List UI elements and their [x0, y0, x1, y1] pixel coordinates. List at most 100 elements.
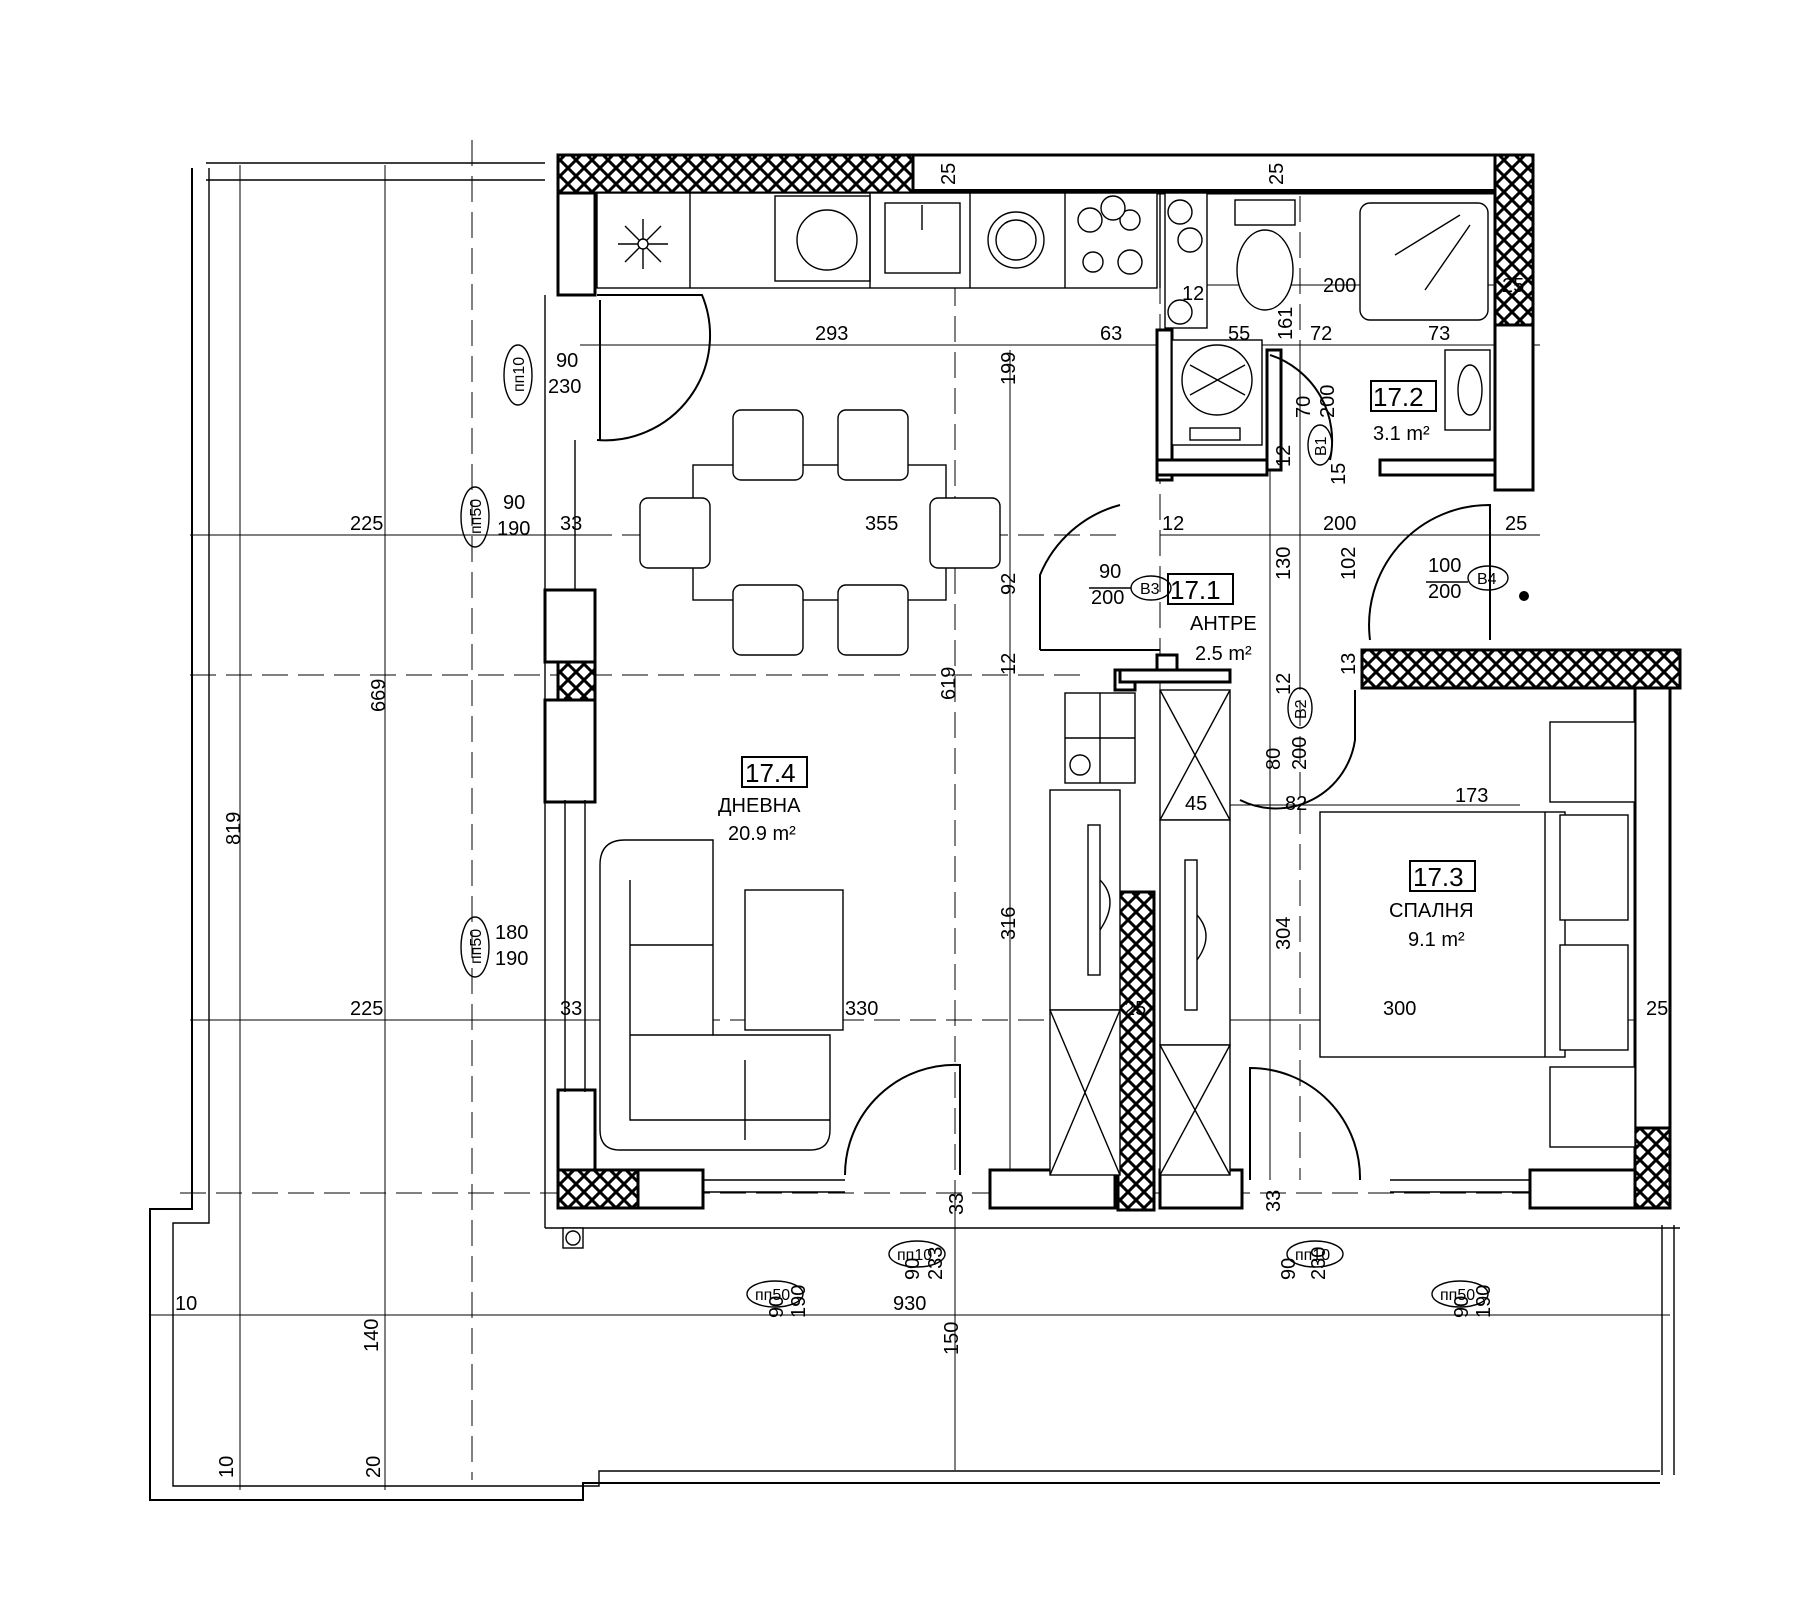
svg-text:304: 304 — [1273, 917, 1295, 950]
kitchen — [596, 192, 1208, 329]
svg-text:45: 45 — [1185, 793, 1207, 815]
storage-units — [1049, 689, 1231, 1176]
svg-text:В2: В2 — [1293, 699, 1310, 719]
svg-text:90: 90 — [766, 1296, 788, 1318]
svg-text:55: 55 — [1228, 323, 1250, 345]
tv-icon — [1087, 824, 1101, 976]
room-name: АНТРЕ — [1190, 613, 1257, 635]
svg-text:199: 199 — [998, 352, 1020, 385]
svg-text:161: 161 — [1275, 307, 1297, 340]
room-number: 17.3 — [1413, 862, 1464, 892]
svg-text:В1: В1 — [1313, 436, 1330, 456]
bed-icon — [1319, 721, 1636, 1148]
dining-table-icon — [639, 409, 1001, 656]
svg-text:25: 25 — [1266, 163, 1288, 185]
svg-text:200: 200 — [1428, 581, 1461, 603]
coffee-table — [744, 889, 844, 1031]
svg-text:293: 293 — [815, 323, 848, 345]
svg-text:140: 140 — [361, 1319, 383, 1352]
room-17-4: 17.4 ДНЕВНА 20.9 m² — [718, 756, 808, 845]
shower-icon — [1359, 202, 1489, 321]
valve-icon — [1167, 199, 1193, 225]
svg-text:90: 90 — [1451, 1296, 1473, 1318]
sink-icon — [796, 209, 858, 271]
room-number: 17.4 — [745, 758, 796, 788]
svg-text:80: 80 — [1263, 748, 1285, 770]
svg-text:233: 233 — [925, 1247, 947, 1280]
svg-text:150: 150 — [941, 1322, 963, 1355]
opening-tag: пп50 180 190 — [460, 916, 528, 978]
svg-text:100: 100 — [1428, 555, 1461, 577]
hob-icon — [1077, 195, 1143, 275]
svg-text:25: 25 — [1124, 998, 1146, 1020]
svg-text:12: 12 — [1162, 513, 1184, 535]
room-17-1: 17.1 АНТРЕ 2.5 m² — [1167, 573, 1257, 665]
opening-tag: пп50 90 190 — [460, 486, 530, 548]
opening-tag: пп50 90 190 — [1431, 1280, 1495, 1318]
svg-text:92: 92 — [998, 573, 1020, 595]
svg-text:25: 25 — [938, 163, 960, 185]
svg-text:90: 90 — [1278, 1258, 1300, 1280]
column-bottom-left — [556, 1168, 640, 1210]
svg-text:пп10: пп10 — [511, 357, 528, 392]
svg-text:В3: В3 — [1140, 581, 1160, 598]
room-area: 2.5 m² — [1195, 643, 1252, 665]
toilet-icon — [1236, 229, 1294, 311]
svg-text:330: 330 — [845, 998, 878, 1020]
sofa-icon — [599, 839, 844, 1151]
snowflake-icon — [618, 219, 668, 269]
svg-text:819: 819 — [223, 812, 245, 845]
svg-text:33: 33 — [560, 998, 582, 1020]
svg-text:180: 180 — [495, 922, 528, 944]
svg-text:пп50: пп50 — [1440, 1287, 1475, 1304]
room-number: 17.1 — [1170, 575, 1221, 605]
svg-text:190: 190 — [497, 518, 530, 540]
svg-text:пп50: пп50 — [755, 1287, 790, 1304]
svg-text:200: 200 — [1289, 737, 1311, 770]
svg-text:930: 930 — [893, 1293, 926, 1315]
washbasin-icon — [1444, 349, 1491, 431]
svg-text:25: 25 — [1502, 275, 1524, 297]
svg-text:пп50: пп50 — [468, 499, 485, 534]
door-entry — [596, 294, 712, 442]
opening-tag: пп10 90 230 — [503, 344, 581, 406]
svg-text:190: 190 — [788, 1285, 810, 1318]
svg-text:190: 190 — [1473, 1285, 1495, 1318]
svg-text:В4: В4 — [1477, 571, 1497, 588]
svg-text:пп10: пп10 — [1295, 1247, 1330, 1264]
svg-text:200: 200 — [1091, 587, 1124, 609]
svg-text:300: 300 — [1383, 998, 1416, 1020]
svg-text:355: 355 — [865, 513, 898, 535]
svg-text:102: 102 — [1338, 547, 1360, 580]
svg-text:13: 13 — [1338, 653, 1360, 675]
svg-text:190: 190 — [495, 948, 528, 970]
door-tag-b1: В1 70 200 — [1293, 385, 1339, 466]
walls — [543, 153, 1682, 1229]
room-area: 20.9 m² — [728, 823, 796, 845]
room-area: 3.1 m² — [1373, 423, 1430, 445]
svg-text:316: 316 — [998, 907, 1020, 940]
svg-text:15: 15 — [1328, 463, 1350, 485]
svg-text:33: 33 — [1263, 1190, 1285, 1212]
svg-text:пп50: пп50 — [468, 929, 485, 964]
bathroom-fixtures — [1234, 199, 1491, 431]
svg-text:63: 63 — [1100, 323, 1122, 345]
door-tag-b3: В3 90 200 — [1089, 561, 1172, 609]
door-tag-b2: В2 80 200 — [1263, 687, 1313, 770]
svg-text:173: 173 — [1455, 785, 1488, 807]
svg-text:33: 33 — [560, 513, 582, 535]
kitchen-counter — [596, 192, 1158, 289]
svg-text:200: 200 — [1323, 275, 1356, 297]
svg-text:12: 12 — [1273, 445, 1295, 467]
room-name: ДНЕВНА — [718, 795, 801, 817]
toilet-tank — [1234, 199, 1296, 226]
svg-text:200: 200 — [1323, 513, 1356, 535]
svg-text:72: 72 — [1310, 323, 1332, 345]
svg-text:70: 70 — [1293, 396, 1315, 418]
svg-text:12: 12 — [1273, 673, 1295, 695]
svg-text:10: 10 — [216, 1456, 238, 1478]
svg-text:12: 12 — [1182, 283, 1204, 305]
room-number: 17.2 — [1373, 382, 1424, 412]
svg-text:25: 25 — [1646, 998, 1668, 1020]
